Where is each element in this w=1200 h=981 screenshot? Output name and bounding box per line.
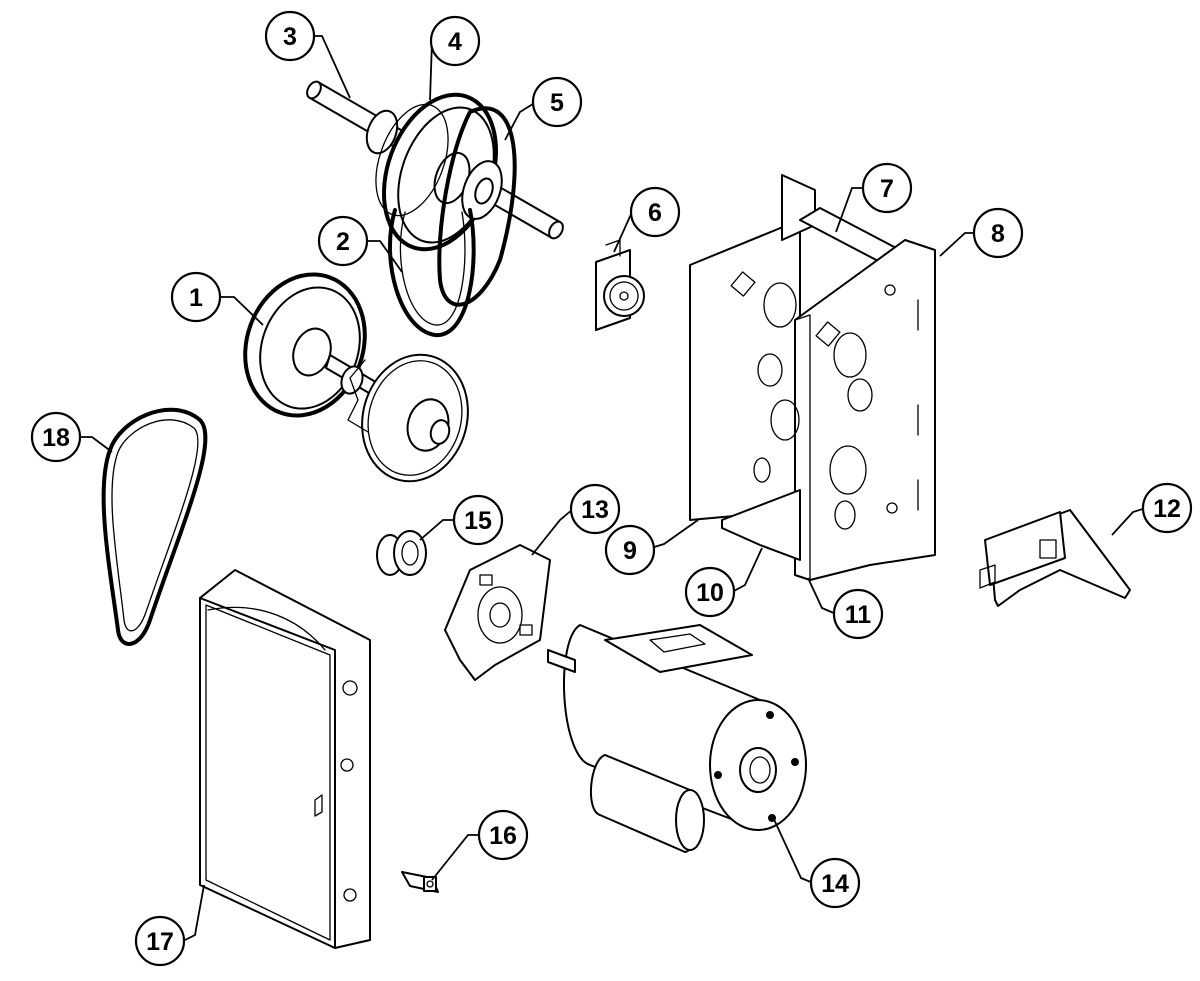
callout-6-label: 6	[648, 199, 662, 227]
callout-12: 12	[1141, 482, 1193, 534]
callout-10-label: 10	[696, 579, 724, 607]
callout-10: 10	[684, 566, 736, 618]
callout-15-label: 15	[464, 507, 492, 535]
callout-15: 15	[452, 494, 504, 546]
callout-1: 1	[170, 271, 222, 323]
callout-17-label: 17	[146, 928, 174, 956]
callout-14: 14	[809, 857, 861, 909]
callout-13: 13	[569, 483, 621, 535]
leader-lines	[79, 35, 1147, 942]
callout-9-label: 9	[623, 537, 637, 565]
main-frame	[689, 174, 936, 581]
callout-9: 9	[604, 524, 656, 576]
callout-2: 2	[317, 215, 369, 267]
callout-8: 8	[972, 207, 1024, 259]
cover-box	[199, 569, 371, 949]
callout-11-label: 11	[845, 601, 872, 629]
callout-8-label: 8	[991, 220, 1005, 248]
drive-belt	[101, 407, 208, 646]
callout-18: 18	[30, 411, 82, 463]
motor-mount-plate	[444, 544, 551, 681]
callout-13-label: 13	[581, 496, 609, 524]
bearing	[376, 530, 427, 576]
pulley-sprocket-assembly	[243, 272, 469, 483]
limit-switch	[595, 239, 645, 331]
callout-16-label: 16	[489, 822, 517, 850]
callout-7: 7	[861, 162, 913, 214]
callout-4-label: 4	[448, 28, 462, 56]
motor	[547, 624, 807, 853]
callout-6: 6	[629, 186, 681, 238]
belt-loop	[387, 208, 476, 338]
callout-5: 5	[531, 76, 583, 128]
callout-2-label: 2	[336, 228, 350, 256]
callout-1-label: 1	[189, 284, 203, 312]
callout-18-label: 18	[42, 424, 70, 452]
callout-12-label: 12	[1153, 495, 1181, 523]
callout-16: 16	[477, 809, 529, 861]
callout-3-label: 3	[283, 23, 297, 51]
callout-11: 11	[832, 588, 884, 640]
callout-3: 3	[264, 10, 316, 62]
callout-5-label: 5	[550, 89, 564, 117]
drive-shaft-assembly	[306, 80, 564, 307]
callout-17: 17	[134, 915, 186, 967]
callout-7-label: 7	[880, 175, 894, 203]
mounting-bracket	[979, 509, 1131, 607]
small-switch	[401, 871, 439, 893]
callout-4: 4	[429, 15, 481, 67]
callout-14-label: 14	[821, 870, 849, 898]
